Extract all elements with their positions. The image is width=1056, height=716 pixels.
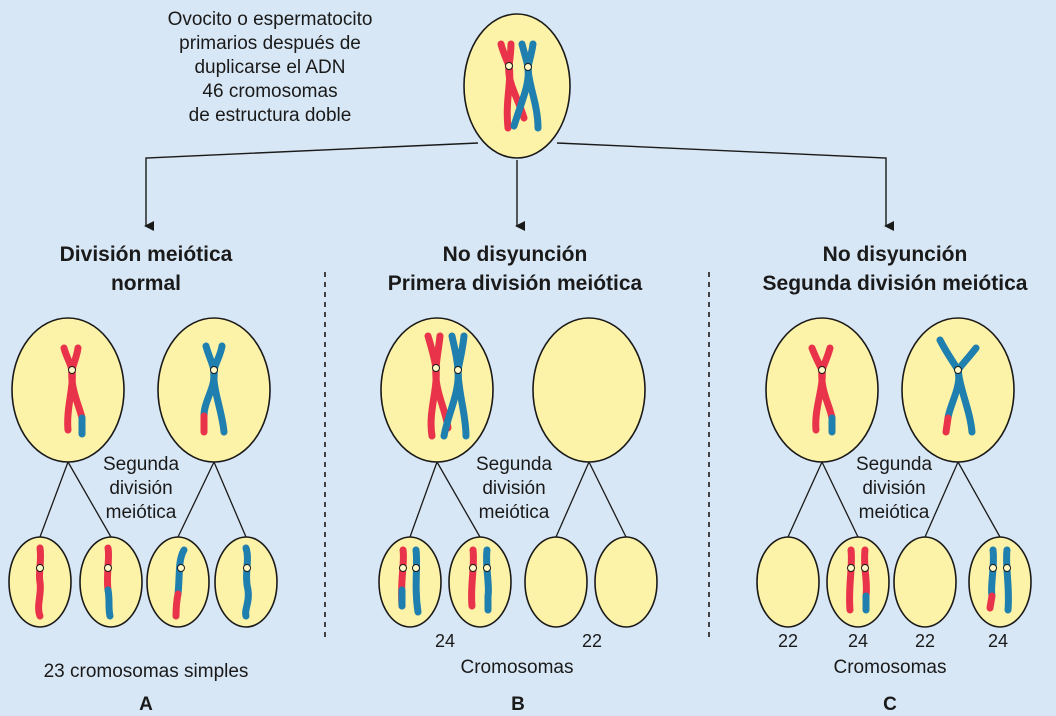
- centromere: [469, 564, 477, 572]
- panel-a-heading: División meiótica normal: [6, 240, 286, 298]
- panel-a-footer: 23 cromosomas simples: [43, 661, 249, 682]
- centromere: [104, 564, 112, 572]
- centromere: [243, 564, 251, 572]
- daughter-b-1: [378, 536, 442, 628]
- chromosome-count: 22: [914, 631, 936, 651]
- primary-cell-caption: Ovocito o espermatocito primarios despué…: [125, 8, 415, 128]
- label-line: división: [862, 478, 926, 499]
- second-division-branches: [39, 461, 1001, 538]
- caption-line: duplicarse el ADN: [194, 57, 346, 78]
- daughter-a-2-chromosome: [103, 544, 114, 620]
- heading-line: Primera división meiótica: [387, 272, 643, 295]
- panel-b-footer: Cromosomas: [460, 657, 574, 678]
- centromere: [412, 564, 420, 572]
- caption-line: Ovocito o espermatocito: [167, 9, 373, 30]
- cells: [8, 13, 1032, 628]
- label-line: división: [109, 478, 173, 499]
- caption-line: 46 cromosomas: [202, 81, 338, 102]
- centromere: [954, 366, 962, 374]
- panel-b-second-division-label: Segunda división meiótica: [464, 453, 564, 525]
- chromosome-count: 22: [777, 631, 799, 651]
- daughter-c-3: [893, 536, 957, 628]
- heading-line: Segunda división meiótica: [762, 272, 1028, 295]
- centromere: [399, 564, 407, 572]
- panel-c-footer: Cromosomas: [833, 657, 947, 678]
- daughter-b-2-chromosomes: [468, 546, 492, 614]
- centromere: [861, 564, 869, 572]
- daughter-a-4-chromosome: [242, 544, 252, 620]
- label-line: meiótica: [105, 502, 177, 523]
- centromere: [505, 62, 513, 70]
- daughter-c-4-chromosomes: [986, 546, 1012, 614]
- panel-b-heading: No disyunción Primera división meiótica: [355, 240, 675, 298]
- centromere: [1003, 564, 1011, 572]
- chromosome-count: 22: [581, 631, 603, 651]
- centromere: [818, 366, 826, 374]
- panel-a-second-division-label: Segunda división meiótica: [91, 453, 191, 525]
- panel-c-letter: C: [883, 694, 897, 715]
- heading-line: División meiótica: [59, 243, 233, 266]
- cell-b-2: [532, 317, 646, 463]
- caption-line: primarios después de: [179, 33, 361, 54]
- label-line: Segunda: [475, 454, 553, 475]
- daughter-c-2: [826, 536, 890, 628]
- label-line: Segunda: [102, 454, 180, 475]
- panel-a-letter: A: [139, 694, 153, 715]
- heading-line: No disyunción: [442, 243, 588, 266]
- label-line: Segunda: [855, 454, 933, 475]
- label-line: meiótica: [858, 502, 930, 523]
- daughter-c-4: [968, 536, 1032, 628]
- label-line: división: [482, 478, 546, 499]
- heading-line: No disyunción: [822, 243, 968, 266]
- caption-line: de estructura doble: [188, 105, 352, 126]
- centromere: [68, 366, 76, 374]
- panel-c-second-division-label: Segunda división meiótica: [844, 453, 944, 525]
- centromere: [524, 63, 532, 71]
- centromere: [177, 564, 185, 572]
- centromere: [989, 564, 997, 572]
- heading-line: normal: [110, 272, 181, 295]
- daughter-c-1: [756, 536, 820, 628]
- daughter-b-4: [594, 536, 658, 628]
- centromere: [847, 564, 855, 572]
- chromosome-count: 24: [987, 631, 1009, 651]
- primary-cell: [463, 13, 571, 159]
- daughter-c-2-chromosomes: [846, 546, 870, 614]
- centromere: [210, 366, 218, 374]
- centromere: [454, 366, 462, 374]
- chromosome-count: 24: [847, 631, 869, 651]
- centromere: [483, 564, 491, 572]
- panel-c-heading: No disyunción Segunda división meiótica: [740, 240, 1050, 298]
- chromosome-count: 24: [434, 631, 456, 651]
- centromere: [36, 564, 44, 572]
- daughter-b-2: [448, 536, 512, 628]
- panel-b-letter: B: [511, 694, 525, 715]
- daughter-b-1-chromosomes: [398, 546, 422, 616]
- daughter-a-1-chromosome: [35, 544, 45, 620]
- top-branch-arrows: [144, 142, 894, 231]
- label-line: meiótica: [478, 502, 550, 523]
- daughter-b-3: [524, 536, 588, 628]
- centromere: [432, 364, 440, 372]
